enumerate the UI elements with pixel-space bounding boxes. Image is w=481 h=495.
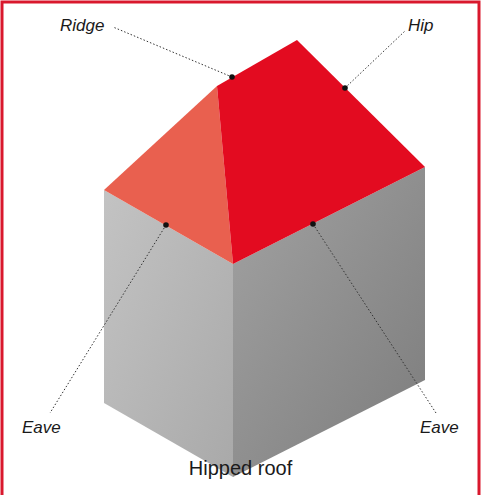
part-label: Eave <box>420 418 459 438</box>
leader-dot <box>163 222 169 228</box>
leader-line <box>345 31 405 88</box>
main-roof-face <box>217 40 425 264</box>
hip-end-face <box>104 86 233 264</box>
leader-dots <box>163 74 348 228</box>
leader-line <box>50 225 166 413</box>
caption: Hipped roof <box>0 456 481 480</box>
leader-dot <box>229 74 235 80</box>
part-label: Eave <box>22 418 61 438</box>
leader-dot <box>342 85 348 91</box>
leader-lines <box>50 27 436 413</box>
leader-line <box>113 27 232 77</box>
leader-line <box>313 224 436 413</box>
leader-dot <box>310 221 316 227</box>
part-label: Ridge <box>60 16 104 36</box>
part-label: Hip <box>408 16 434 36</box>
